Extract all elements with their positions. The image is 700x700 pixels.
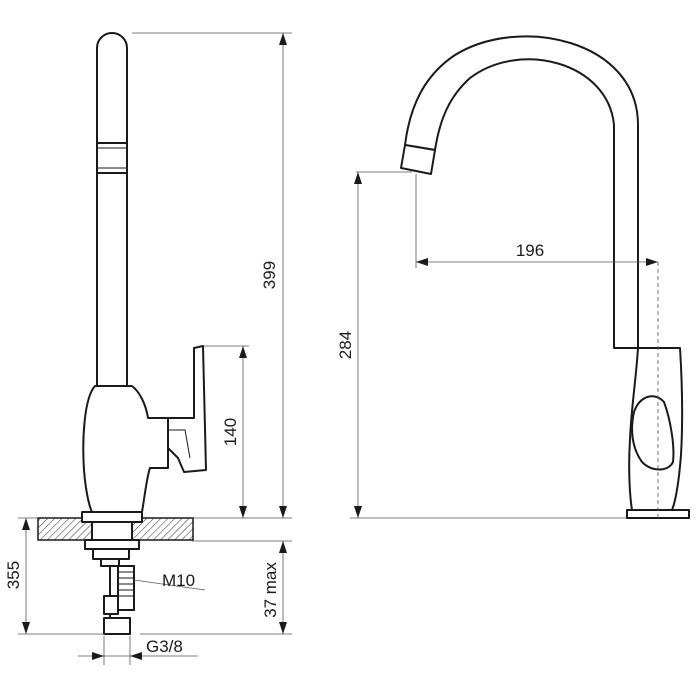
spout-height-label: 284 — [336, 331, 355, 359]
dim-arrow — [279, 33, 287, 45]
dim-arrow — [354, 172, 362, 184]
base-collar — [91, 521, 133, 541]
faucet-body — [82, 385, 169, 513]
dim-arrow — [239, 346, 247, 358]
lever-handle — [167, 345, 207, 473]
threaded-stud — [117, 565, 135, 611]
below-counter-length-label: 355 — [4, 561, 23, 589]
lever-front — [631, 395, 675, 471]
dim-arrow — [646, 258, 658, 266]
thread-lines — [118, 571, 134, 597]
dim-arrow — [279, 506, 287, 518]
mounting-stud-top — [100, 558, 120, 567]
front-view: 284 196 — [336, 35, 690, 519]
spout-tube — [96, 32, 128, 389]
dim-arrow — [416, 258, 428, 266]
mounting-washer — [84, 539, 140, 550]
mounting-nut — [92, 548, 130, 560]
hose-nut — [103, 595, 119, 615]
hose-connector-nut — [103, 617, 131, 635]
spout-outlet — [400, 144, 436, 175]
lever-detail — [168, 429, 191, 459]
spout-reach-label: 196 — [516, 241, 544, 260]
dim-arrow — [279, 541, 287, 553]
dim-arrow — [22, 622, 30, 634]
thread-leader-line — [133, 579, 206, 591]
gooseneck-spout — [404, 35, 639, 349]
dim-arrow — [239, 506, 247, 518]
base-ring — [81, 511, 143, 523]
dim-arrow — [22, 518, 30, 530]
side-view: 399 140 355 37 max M10 G3/8 — [4, 32, 292, 665]
dim-arrow — [92, 652, 104, 660]
max-counter-thickness-label: 37 max — [261, 562, 280, 618]
dim-arrow — [279, 622, 287, 634]
total-height-label: 399 — [260, 261, 279, 289]
dim-arrow — [130, 652, 142, 660]
thread-size-label: M10 — [162, 571, 195, 590]
hose-connector-label: G3/8 — [146, 637, 183, 656]
dim-arrow — [354, 506, 362, 518]
lever-height-label: 140 — [221, 418, 240, 446]
